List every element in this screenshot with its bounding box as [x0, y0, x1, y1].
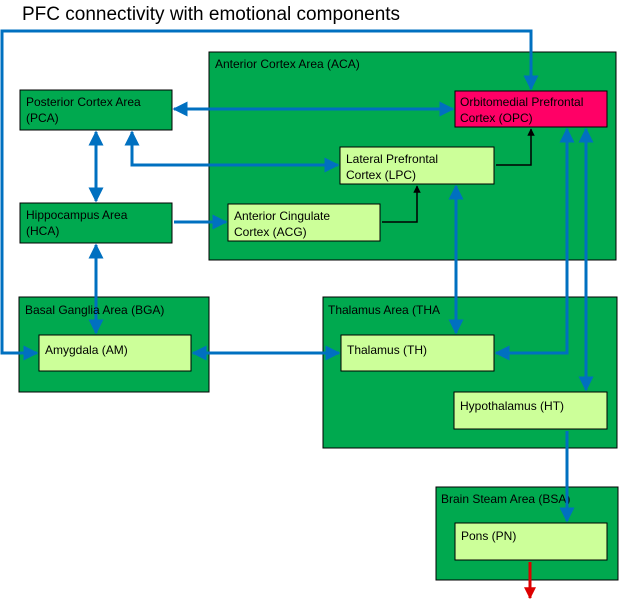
group-label-tha: Thalamus Area (THA [328, 303, 440, 317]
edge-acg-lpc [382, 185, 421, 223]
edge-opc-th [494, 127, 575, 361]
node-label-am: Amygdala (AM) [45, 343, 128, 357]
diagram-title: PFC connectivity with emotional componen… [22, 4, 400, 25]
group-label-bga: Basal Ganglia Area (BGA) [25, 303, 164, 317]
node-label-pn: Pons (PN) [461, 529, 516, 543]
node-ht [453, 391, 608, 430]
node-label-ht: Hypothalamus (HT) [460, 399, 564, 413]
node-label-th: Thalamus (TH) [347, 343, 427, 357]
edge-am-opc [0, 29, 539, 361]
edge-lpc-opc [496, 128, 535, 166]
group-label-aca: Anterior Cortex Area (ACA) [215, 57, 360, 71]
group-label-bsa: Brain Steam Area (BSA) [441, 492, 570, 506]
node-pn [454, 522, 608, 561]
